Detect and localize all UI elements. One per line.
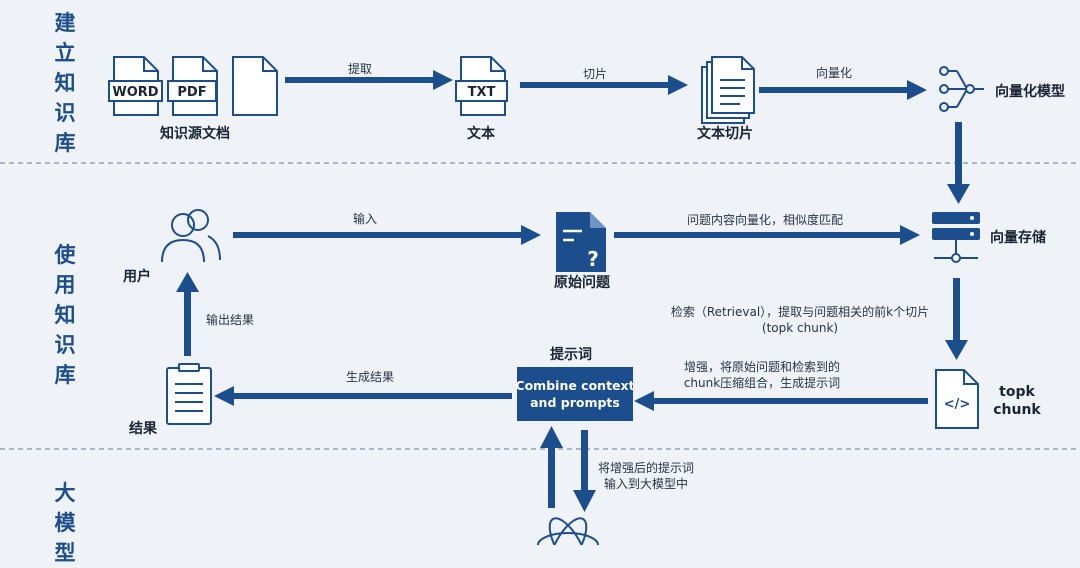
word-doc-icon: WORD <box>108 56 163 116</box>
edge-output-label: 输出结果 <box>206 312 254 327</box>
edge-match-label: 问题内容向量化，相似度匹配 <box>687 212 843 227</box>
user-label: 用户 <box>123 268 151 285</box>
edge-output: 输出结果 <box>176 272 254 356</box>
edge-match: 问题内容向量化，相似度匹配 <box>614 212 920 245</box>
edge-feed-label-1: 将增强后的提示词 <box>598 460 694 475</box>
pdf-doc-icon: PDF <box>167 56 218 116</box>
word-badge: WORD <box>112 85 158 100</box>
topk-label-1: topk <box>999 384 1035 400</box>
edge-slice-label: 切片 <box>583 67 607 81</box>
edge-slice: 切片 <box>520 67 688 95</box>
database-icon <box>932 212 980 263</box>
edge-retrieve-label-2: (topk chunk) <box>762 321 838 335</box>
topk-node: </> topk chunk <box>935 369 1041 429</box>
edge-retrieve: 检索（Retrieval），提取与问题相关的前k个切片 (topk chunk) <box>671 278 968 360</box>
edge-llm-to-prompt <box>540 426 563 508</box>
edge-model-to-store <box>947 122 970 204</box>
edge-vectorize-label: 向量化 <box>816 65 852 80</box>
source-docs-node: WORD PDF 知识源文档 <box>108 56 278 142</box>
edge-input-label: 输入 <box>353 211 377 226</box>
edge-generate-label: 生成结果 <box>346 370 394 384</box>
section-label-use: 使用知识库 <box>48 240 82 390</box>
edge-vectorize: 向量化 <box>759 65 927 100</box>
pdf-badge: PDF <box>177 85 206 100</box>
source-docs-label: 知识源文档 <box>160 125 230 142</box>
edge-enhance: 增强，将原始问题和检索到的 chunk压缩组合，生成提示词 <box>634 359 928 411</box>
txt-doc-icon: TXT <box>455 56 508 116</box>
text-node: TXT 文本 <box>455 56 508 142</box>
vector-model-node: 向量化模型 <box>939 66 1065 112</box>
topk-label-2: chunk <box>993 402 1041 418</box>
edge-feed-label-2: 输入到大模型中 <box>604 476 688 491</box>
section-text: 建立知识库 <box>54 11 76 155</box>
edge-retrieve-label-1: 检索（Retrieval），提取与问题相关的前k个切片 <box>671 304 929 319</box>
question-doc-icon: ? <box>556 212 606 272</box>
svg-text:</>: </> <box>944 397 971 412</box>
edge-enhance-label-2: chunk压缩组合，生成提示词 <box>684 375 840 390</box>
vector-store-node: 向量存储 <box>932 212 1046 263</box>
edge-input: 输入 <box>233 211 541 245</box>
prompt-line-1: Combine context <box>515 378 634 393</box>
vector-store-label: 向量存储 <box>990 229 1046 246</box>
code-doc-icon: </> <box>935 369 979 429</box>
edge-generate: 生成结果 <box>214 370 512 406</box>
edge-enhance-label-1: 增强，将原始问题和检索到的 <box>684 359 840 374</box>
edge-extract: 提取 <box>285 61 453 90</box>
prompt-line-2: and prompts <box>530 395 620 410</box>
text-node-label: 文本 <box>467 125 496 142</box>
result-node: 结果 <box>129 363 212 437</box>
prompt-title: 提示词 <box>550 347 592 363</box>
network-icon <box>939 66 984 112</box>
vector-model-label: 向量化模型 <box>995 83 1065 100</box>
result-label: 结果 <box>129 420 158 437</box>
question-node: ? 原始问题 <box>554 212 611 291</box>
chunks-label: 文本切片 <box>697 125 753 142</box>
stacked-docs-icon <box>701 56 755 124</box>
prompt-box <box>517 367 633 421</box>
chunks-node: 文本切片 <box>697 56 755 142</box>
prompt-node: 提示词 Combine context and prompts <box>515 347 635 421</box>
txt-badge: TXT <box>468 85 496 100</box>
clipboard-icon <box>166 363 212 425</box>
users-icon <box>161 209 221 263</box>
edge-extract-label: 提取 <box>348 61 372 76</box>
edge-prompt-to-llm: 将增强后的提示词 输入到大模型中 <box>573 430 694 512</box>
section-label-build: 建立知识库 <box>48 8 82 158</box>
question-mark-icon: ? <box>587 247 599 271</box>
atom-icon <box>537 517 599 545</box>
question-label: 原始问题 <box>554 274 611 291</box>
user-node: 用户 <box>123 209 221 285</box>
blank-doc-icon <box>232 56 278 116</box>
section-text: 使用知识库 <box>54 243 76 387</box>
rag-diagram: WORD PDF 知识源文档 提取 TXT 文本 <box>0 56 1080 545</box>
